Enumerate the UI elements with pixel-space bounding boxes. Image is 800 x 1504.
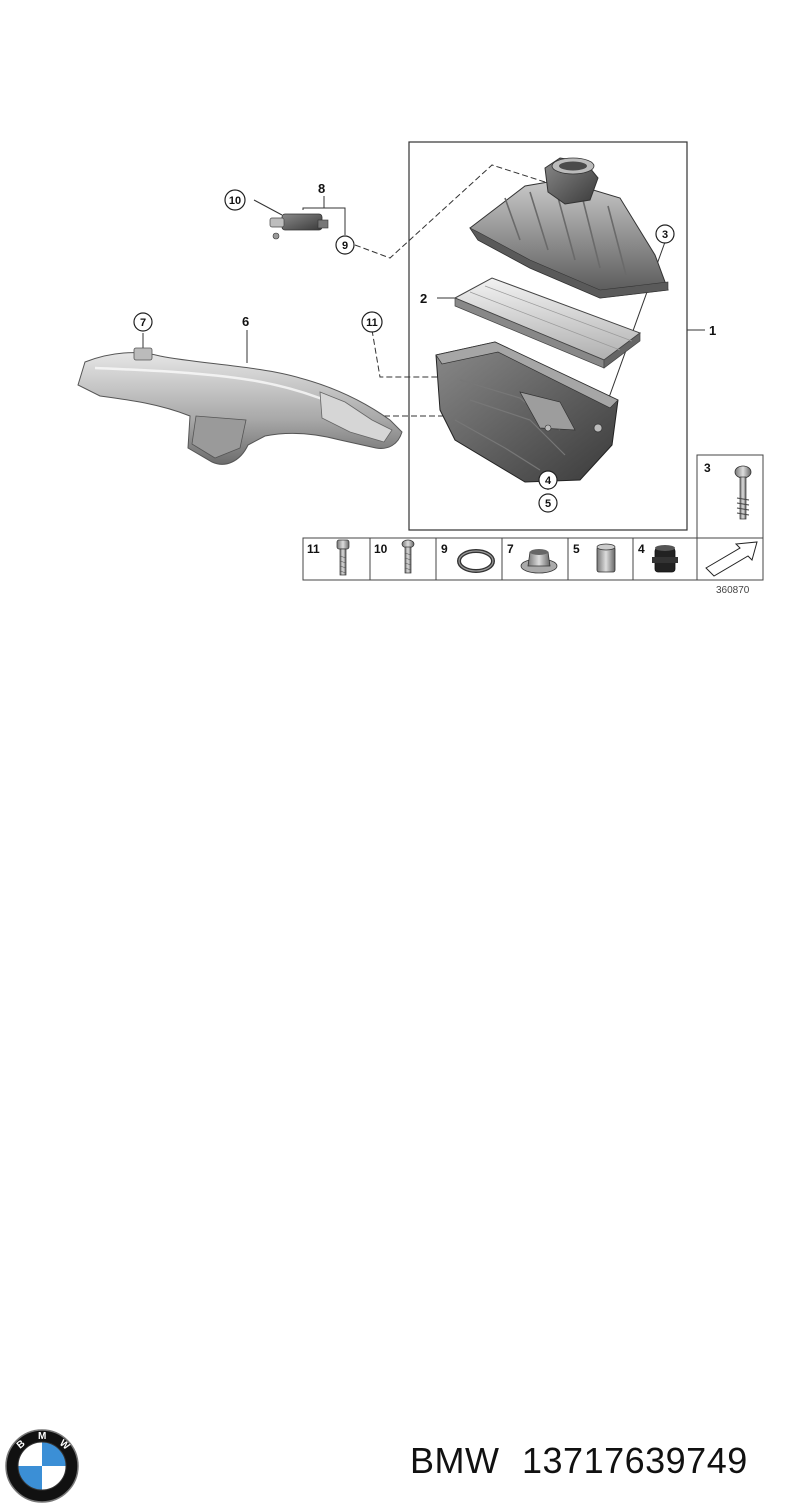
parts-strip: 11 10 9 7 5 4 3 (302, 454, 764, 596)
mounting-screw-icon (734, 465, 752, 520)
o-ring-icon (457, 549, 495, 573)
strip-num-7: 7 (507, 542, 514, 556)
bolt-icon (336, 539, 350, 576)
footer: B M W BMW 13717639749 (0, 700, 800, 1503)
nut-icon (520, 549, 558, 574)
callout-5: 5 (538, 493, 558, 513)
callout-9: 9 (335, 235, 355, 255)
diagram-id: 360870 (716, 585, 750, 596)
callout-4-label: 4 (545, 475, 552, 487)
brand-name: BMW (410, 1440, 500, 1481)
strip-num-5: 5 (573, 542, 580, 556)
grommet-icon (652, 545, 678, 573)
svg-text:M: M (38, 1431, 46, 1442)
callout-4: 4 (538, 470, 558, 490)
parts-diagram: 1 2 6 8 3 4 5 7 9 10 11 11 10 (77, 141, 764, 596)
callout-5-label: 5 (545, 498, 551, 510)
air-filter-lower-housing (435, 341, 619, 483)
callout-10: 10 (224, 189, 246, 211)
air-mass-sensor (269, 213, 329, 240)
strip-num-4: 4 (638, 542, 645, 556)
assembly-frame (408, 141, 688, 531)
strip-num-3: 3 (704, 461, 711, 475)
callout-3-label: 3 (662, 229, 668, 241)
callout-8: 8 (318, 181, 325, 196)
callout-11-label: 11 (366, 317, 378, 329)
part-label: BMW 13717639749 (410, 1440, 748, 1482)
screw-icon (401, 539, 415, 574)
air-filter-upper-housing (469, 157, 669, 299)
bmw-logo-icon: B M W (5, 1429, 79, 1503)
callout-9-label: 9 (342, 240, 348, 252)
callout-1: 1 (709, 323, 716, 338)
callout-6: 6 (242, 314, 249, 329)
callout-7-label: 7 (140, 317, 146, 329)
arrow-icon (705, 541, 758, 577)
callout-11: 11 (361, 311, 383, 333)
strip-num-9: 9 (441, 542, 448, 556)
callout-10-label: 10 (229, 195, 241, 207)
callout-7: 7 (133, 312, 153, 332)
callout-3: 3 (655, 224, 675, 244)
callout-2: 2 (420, 291, 427, 306)
filter-element (453, 277, 642, 369)
strip-num-10: 10 (374, 542, 388, 556)
air-intake-duct (77, 347, 403, 465)
sleeve-icon (596, 543, 616, 573)
part-number: 13717639749 (522, 1440, 748, 1481)
strip-num-11: 11 (307, 542, 320, 556)
